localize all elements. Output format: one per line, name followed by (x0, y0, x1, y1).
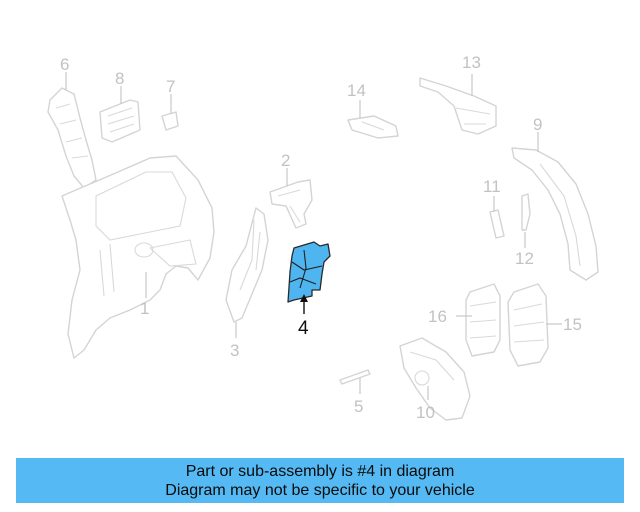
part-16: 16 (428, 283, 501, 357)
callout-16: 16 (428, 307, 447, 326)
callout-5: 5 (354, 397, 363, 416)
callout-1: 1 (140, 299, 149, 318)
part-4-highlighted: 4 (287, 241, 331, 339)
callout-8: 8 (115, 69, 124, 88)
part-7: 7 (161, 77, 179, 131)
callout-7: 7 (166, 77, 175, 96)
callout-6: 6 (60, 55, 69, 74)
parts-diagram: 6 8 7 1 2 3 (47, 53, 599, 422)
part-10: 10 (399, 337, 471, 422)
part-5: 5 (339, 369, 371, 416)
part-13: 13 (419, 53, 497, 135)
callout-15: 15 (563, 315, 582, 334)
part-15: 15 (507, 283, 582, 367)
callout-10: 10 (416, 403, 435, 422)
banner-line-1: Part or sub-assembly is #4 in diagram (185, 462, 455, 480)
part-3: 3 (225, 207, 269, 360)
callout-12: 12 (515, 249, 534, 268)
info-banner: Part or sub-assembly is #4 in diagram Di… (16, 458, 624, 503)
callout-11: 11 (483, 177, 501, 196)
part-11: 11 (483, 177, 505, 239)
callout-2: 2 (281, 151, 290, 170)
part-1: 1 (61, 155, 215, 359)
callout-14: 14 (347, 81, 366, 100)
callout-13: 13 (462, 53, 481, 72)
part-2: 2 (269, 151, 313, 229)
banner-line-2: Diagram may not be specific to your vehi… (165, 481, 475, 499)
part-6: 6 (47, 55, 97, 189)
part-14: 14 (347, 81, 399, 139)
part-8: 8 (99, 69, 141, 143)
part-12: 12 (515, 193, 534, 268)
callout-9: 9 (533, 115, 542, 134)
part-9: 9 (511, 115, 599, 281)
callout-4: 4 (298, 318, 309, 339)
callout-3: 3 (230, 341, 239, 360)
